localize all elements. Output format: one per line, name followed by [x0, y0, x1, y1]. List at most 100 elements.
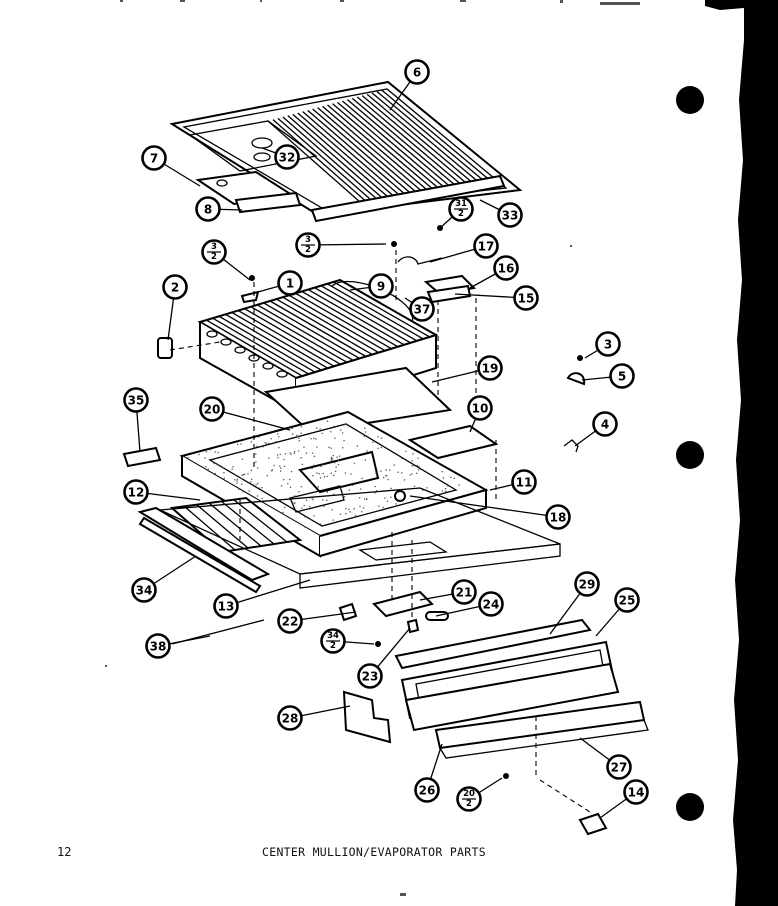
svg-text:20: 20: [204, 403, 221, 417]
callout-leader-21: [211, 408, 291, 431]
svg-text:37: 37: [414, 303, 431, 317]
punch-hole: [676, 86, 704, 114]
callout-28: 28: [277, 705, 303, 731]
page-caption: CENTER MULLION/EVAPORATOR PARTS: [262, 845, 486, 859]
svg-text:3: 3: [305, 235, 311, 245]
callout-16: 16: [493, 255, 519, 281]
callout-14: 14: [623, 779, 649, 805]
part-small-hardware: [157, 225, 586, 453]
scan-edge-right: [705, 0, 778, 906]
svg-text:38: 38: [150, 640, 167, 654]
svg-text:20: 20: [463, 789, 475, 799]
page-number: 12: [57, 845, 72, 859]
part-control-panel: [195, 170, 302, 214]
svg-text:18: 18: [550, 511, 567, 525]
svg-text:3: 3: [604, 338, 612, 352]
callout-22: 22: [277, 608, 303, 634]
svg-text:19: 19: [482, 362, 499, 376]
svg-text:26: 26: [419, 784, 436, 798]
callout-25: 25: [614, 587, 640, 613]
svg-text:12: 12: [128, 486, 145, 500]
callout-leader-17: [307, 243, 387, 246]
callout-34: 34: [131, 577, 157, 603]
callout-7: 7: [141, 145, 167, 171]
svg-text:15: 15: [518, 292, 535, 306]
callout-35: 35: [123, 387, 149, 413]
svg-text:22: 22: [282, 615, 299, 629]
svg-text:32: 32: [279, 151, 296, 165]
part-mounting-plate: [342, 690, 392, 744]
svg-text:2: 2: [458, 209, 464, 219]
part-hinge-hardware: [171, 590, 449, 647]
callout-38: 38: [145, 633, 171, 659]
callout-23: 23: [357, 663, 383, 689]
svg-text:31: 31: [455, 199, 467, 209]
svg-text:8: 8: [204, 203, 212, 217]
svg-text:25: 25: [619, 594, 636, 608]
callout-3-over-2: 32: [201, 239, 227, 265]
callout-10: 10: [467, 395, 493, 421]
callout-11: 11: [511, 469, 537, 495]
svg-text:4: 4: [601, 418, 609, 432]
part-clip: [122, 446, 162, 468]
callout-5: 5: [609, 363, 635, 389]
callout-34-over-2: 342: [320, 628, 346, 654]
callout-20: 20: [199, 396, 225, 422]
svg-text:9: 9: [377, 280, 385, 294]
punch-hole: [676, 793, 704, 821]
callout-37: 37: [409, 296, 435, 322]
svg-text:2: 2: [330, 641, 336, 651]
svg-text:27: 27: [611, 761, 628, 775]
part-side-rail: [137, 506, 271, 582]
part-gasket: [263, 366, 453, 434]
part-rail: [310, 174, 506, 223]
svg-text:35: 35: [128, 394, 145, 408]
callout-21: 21: [451, 579, 477, 605]
svg-text:6: 6: [413, 66, 421, 80]
svg-text:3: 3: [211, 242, 217, 252]
scan-noise: [105, 0, 640, 896]
callout-29: 29: [574, 571, 600, 597]
svg-text:24: 24: [483, 598, 500, 612]
svg-text:28: 28: [282, 712, 299, 726]
callout-leader-25: [409, 495, 559, 518]
svg-text:2: 2: [305, 245, 311, 255]
callout-31-over-2: 312: [448, 196, 474, 222]
callout-20-over-2: 202: [456, 786, 482, 812]
callout-1: 1: [277, 270, 303, 296]
callout-3: 3: [595, 331, 621, 357]
svg-text:34: 34: [136, 584, 153, 598]
callout-13: 13: [213, 593, 239, 619]
callout-8: 8: [195, 196, 221, 222]
callout-12: 12: [123, 479, 149, 505]
punch-hole: [676, 441, 704, 469]
svg-text:14: 14: [628, 786, 645, 800]
svg-text:29: 29: [579, 578, 596, 592]
svg-text:7: 7: [150, 152, 158, 166]
svg-text:11: 11: [516, 476, 533, 490]
callout-17: 17: [473, 233, 499, 259]
svg-text:33: 33: [502, 209, 519, 223]
callout-15: 15: [513, 285, 539, 311]
callout-19: 19: [477, 355, 503, 381]
svg-text:2: 2: [171, 281, 179, 295]
svg-text:1: 1: [286, 277, 294, 291]
svg-text:13: 13: [218, 600, 235, 614]
svg-text:2: 2: [466, 799, 472, 809]
callout-33: 33: [497, 202, 523, 228]
svg-text:10: 10: [472, 402, 489, 416]
svg-text:23: 23: [362, 670, 379, 684]
callout-27: 27: [606, 754, 632, 780]
svg-text:16: 16: [498, 262, 515, 276]
svg-text:5: 5: [618, 370, 626, 384]
callout-6: 6: [404, 59, 430, 85]
callout-24: 24: [478, 591, 504, 617]
part-door-shelf: [394, 618, 649, 759]
svg-text:2: 2: [211, 252, 217, 262]
callout-9: 9: [368, 273, 394, 299]
callout-leader-27: [225, 579, 311, 607]
svg-text:34: 34: [327, 631, 339, 641]
callout-32: 32: [274, 144, 300, 170]
